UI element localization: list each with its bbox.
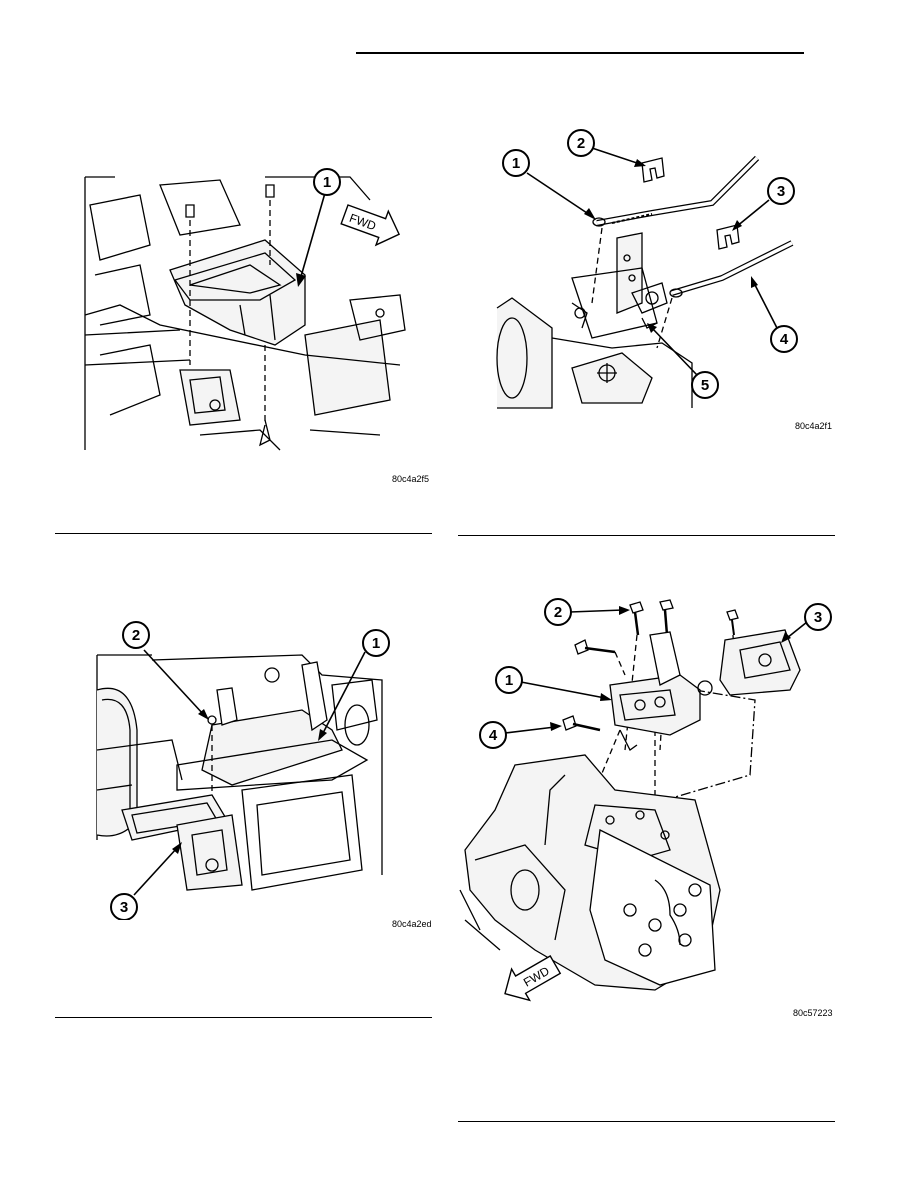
figure-4-rule — [458, 1121, 835, 1122]
figure-4: 1 2 3 4 FWD — [455, 590, 840, 1015]
figure-2-callout-2: 2 — [577, 135, 585, 152]
figure-2-rule — [458, 535, 835, 536]
figure-2: 1 2 3 4 5 — [492, 128, 832, 418]
figure-1-rule — [55, 533, 432, 534]
figure-1: 1 FWD — [80, 165, 440, 465]
figure-4-callout-3: 3 — [814, 609, 822, 626]
figure-3-code: 80c4a2ed — [392, 919, 432, 929]
figure-4-callout-2: 2 — [554, 604, 562, 621]
figure-3-callout-2: 2 — [132, 627, 140, 644]
figure-3-illustration: 1 2 3 — [96, 621, 390, 920]
figure-2-illustration: 1 2 3 4 5 — [496, 129, 798, 409]
figure-4-code: 80c57223 — [793, 1008, 833, 1018]
figure-4-illustration: 1 2 3 4 FWD — [459, 598, 832, 1002]
figure-1-illustration: 1 FWD — [84, 168, 406, 451]
figure-2-callout-1: 1 — [512, 155, 520, 172]
header-rule — [356, 52, 804, 54]
figure-2-callout-5: 5 — [701, 377, 709, 394]
figure-4-callout-4: 4 — [489, 727, 498, 744]
figure-1-code: 80c4a2f5 — [392, 474, 430, 484]
figure-3: 1 2 3 — [92, 620, 402, 920]
figure-2-code: 80c4a2f1 — [795, 421, 833, 431]
figure-2-callout-3: 3 — [777, 183, 785, 200]
figure-1-callout-1: 1 — [323, 174, 331, 191]
figure-3-callout-1: 1 — [372, 635, 380, 652]
figure-4-callout-1: 1 — [505, 672, 513, 689]
figure-3-callout-3: 3 — [120, 899, 128, 916]
figure-3-rule — [55, 1017, 432, 1018]
figure-2-callout-4: 4 — [780, 331, 789, 348]
fwd-arrow-icon: FWD — [340, 204, 401, 247]
